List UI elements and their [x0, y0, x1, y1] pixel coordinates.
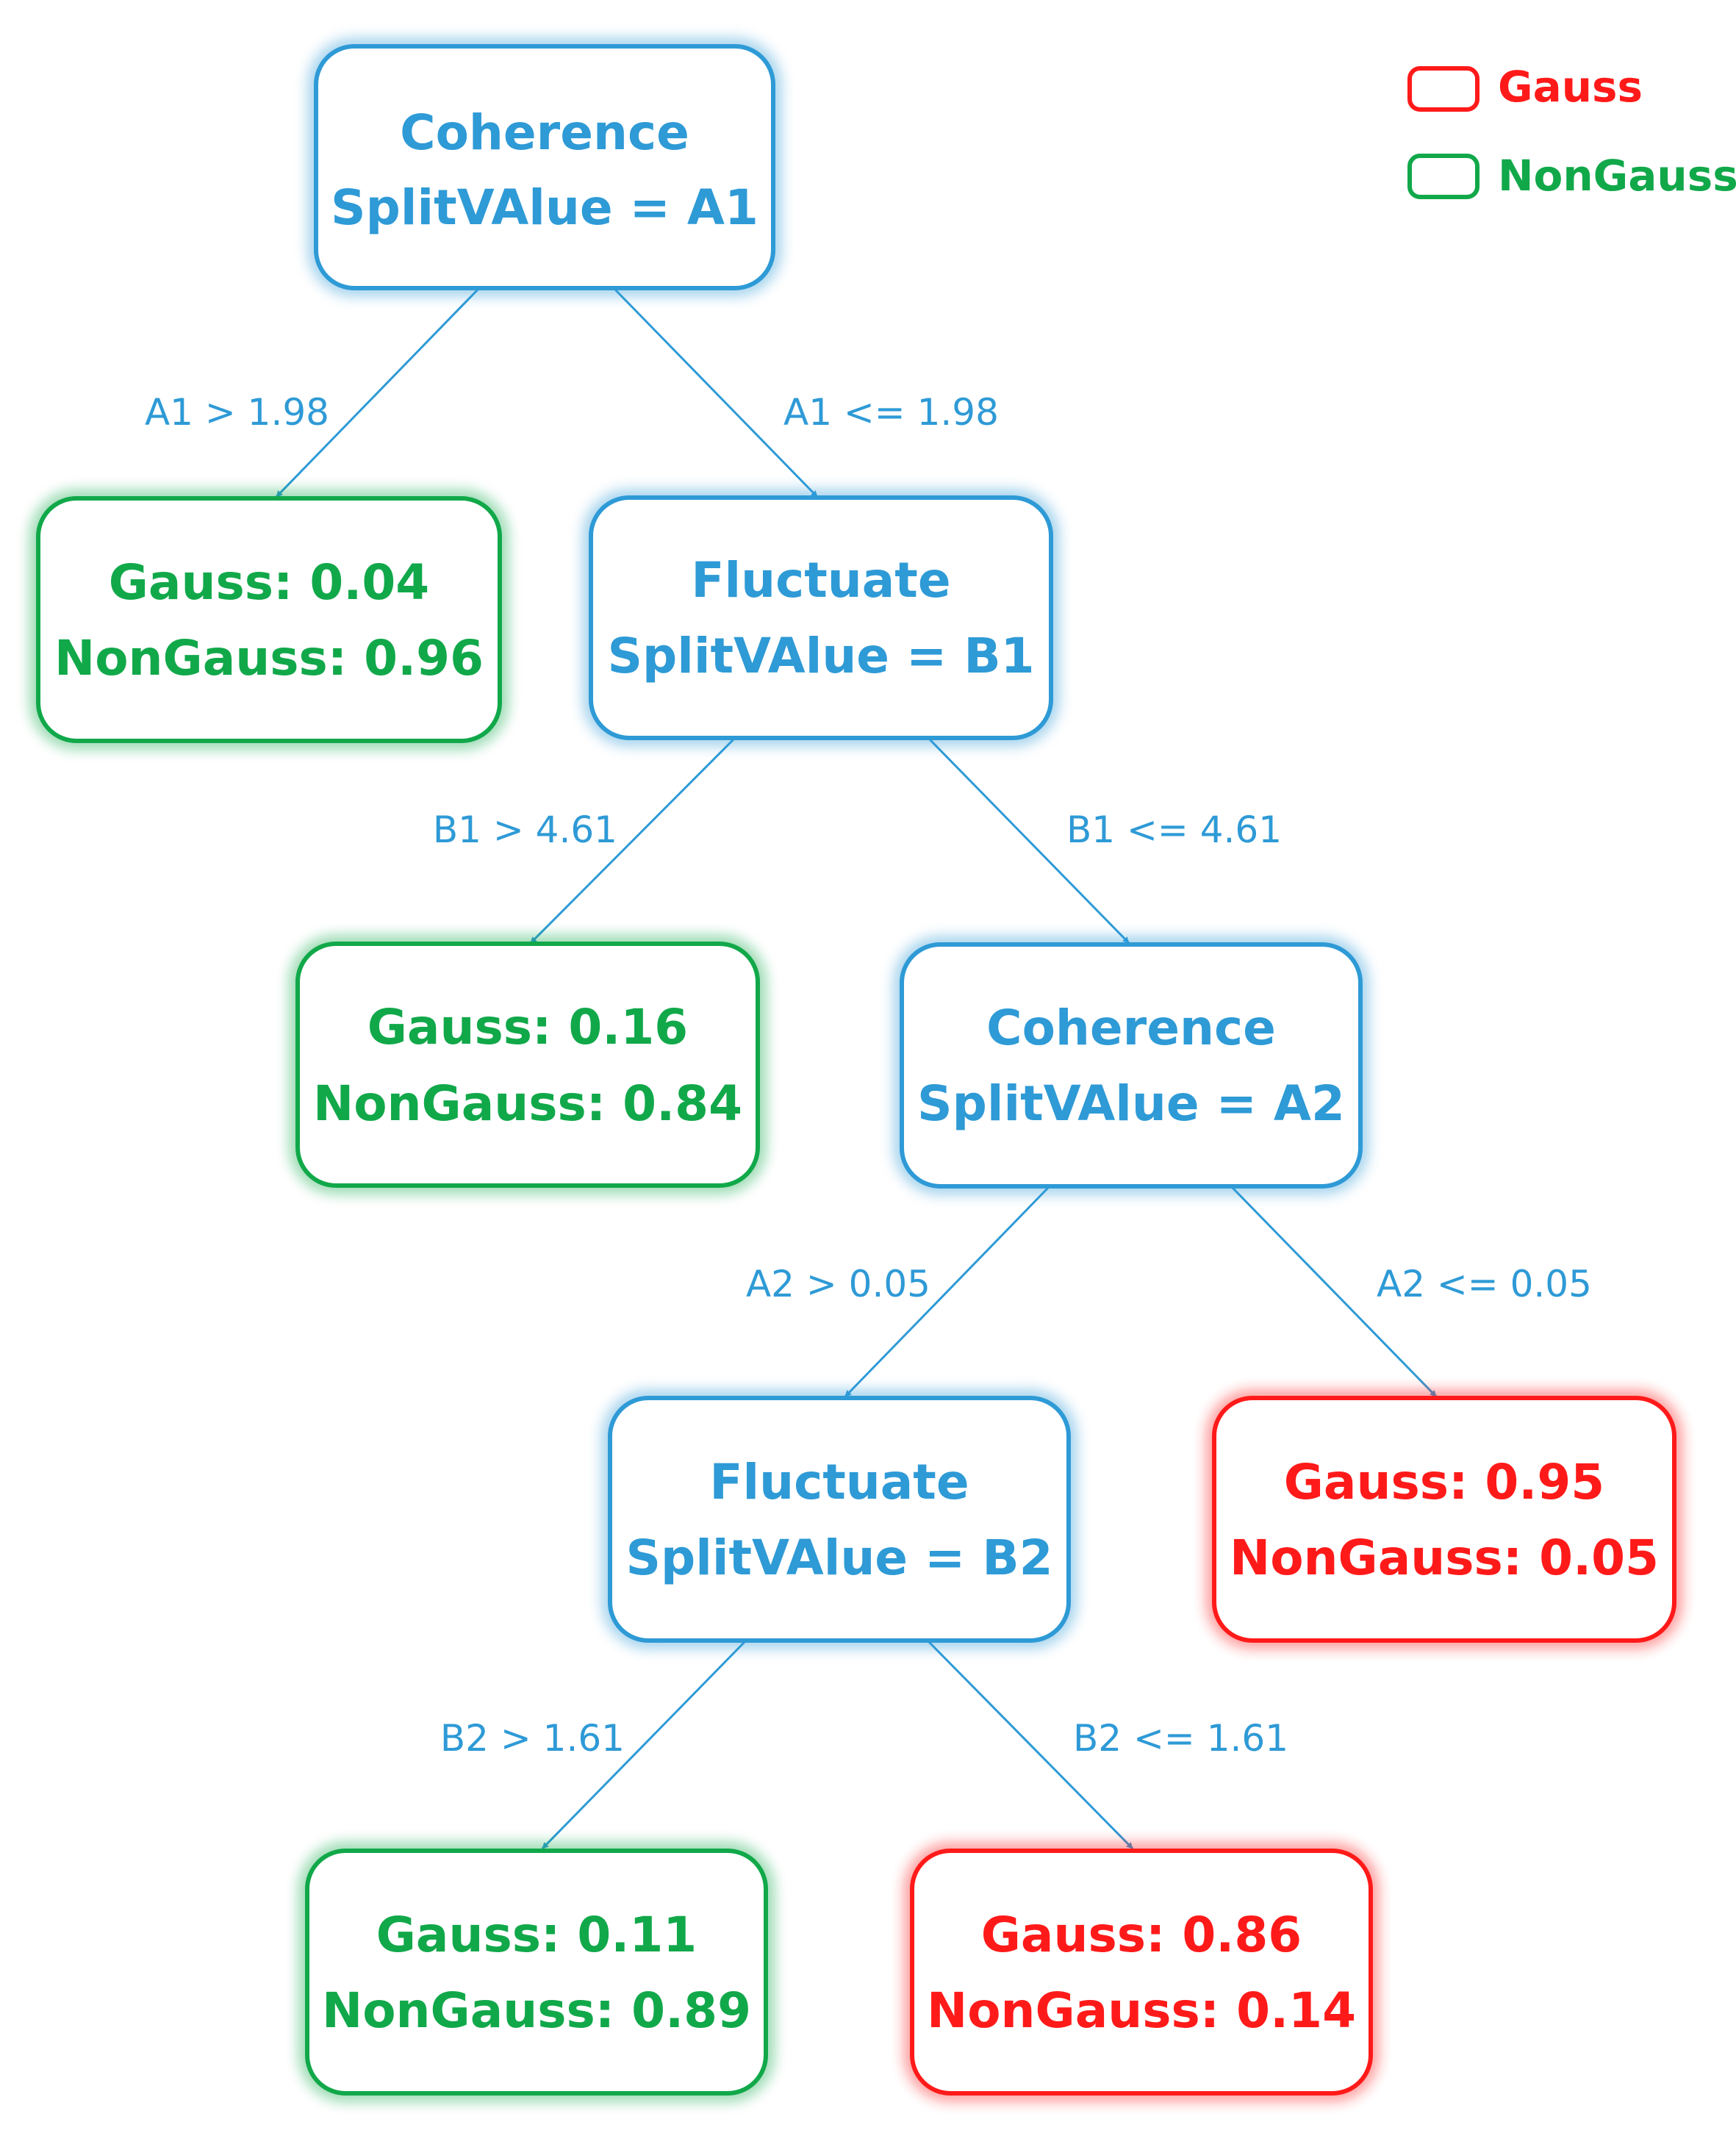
- edge-label-b1-le: B1 <= 4.61: [1066, 809, 1282, 851]
- edge-label-a1-gt: A1 > 1.98: [145, 391, 329, 434]
- leaf3-nongauss-value: NonGauss: 0.05: [1230, 1530, 1659, 1586]
- edge-n2-to-leaf2: [529, 736, 736, 944]
- tree-edges: [275, 287, 1438, 1850]
- node-n4-title: Fluctuate: [709, 1454, 969, 1510]
- node-n4-split: SplitVAlue = B2: [625, 1530, 1052, 1586]
- node-n2-title: Fluctuate: [691, 552, 950, 609]
- legend-gauss-label: Gauss: [1498, 62, 1643, 112]
- leaf2-gauss-value: Gauss: 0.16: [367, 999, 688, 1055]
- leaf-nongauss-2: Gauss: 0.16 NonGauss: 0.84: [290, 936, 766, 1194]
- legend-gauss-swatch: [1407, 66, 1479, 112]
- leaf4-gauss-value: Gauss: 0.11: [376, 1907, 697, 1963]
- node-fluctuate-b2: Fluctuate SplitVAlue = B2: [602, 1390, 1077, 1649]
- leaf-nongauss-3: Gauss: 0.11 NonGauss: 0.89: [299, 1843, 774, 2101]
- edge-labels: A1 > 1.98 A1 <= 1.98 B1 > 4.61 B1 <= 4.6…: [145, 391, 1592, 1760]
- leaf4-nongauss-value: NonGauss: 0.89: [322, 1982, 751, 2039]
- leaf1-nongauss-value: NonGauss: 0.96: [54, 630, 484, 686]
- edge-label-a2-gt: A2 > 0.05: [746, 1263, 930, 1305]
- leaf3-gauss-value: Gauss: 0.95: [1284, 1454, 1604, 1510]
- legend: Gauss NonGauss: [1407, 62, 1736, 201]
- edge-root-to-leaf1: [275, 287, 481, 498]
- edge-n2-to-n3: [927, 736, 1130, 944]
- edge-n4-to-leaf4: [541, 1640, 747, 1850]
- node-root: Coherence SplitVAlue = A1: [308, 38, 781, 296]
- leaf5-gauss-value: Gauss: 0.86: [981, 1907, 1302, 1963]
- legend-nongauss-label: NonGauss: [1498, 151, 1736, 201]
- leaf-gauss-1: Gauss: 0.95 NonGauss: 0.05: [1206, 1390, 1682, 1649]
- leaf-nongauss-1: Gauss: 0.04 NonGauss: 0.96: [30, 490, 508, 749]
- edge-label-a2-le: A2 <= 0.05: [1377, 1263, 1592, 1305]
- edge-n3-to-leaf3: [1230, 1185, 1438, 1398]
- legend-nongauss-swatch: [1407, 154, 1479, 199]
- node-n3-title: Coherence: [986, 1000, 1276, 1056]
- node-fluctuate-b1: Fluctuate SplitVAlue = B1: [583, 490, 1059, 746]
- node-root-split: SplitVAlue = A1: [331, 179, 758, 236]
- leaf5-nongauss-value: NonGauss: 0.14: [927, 1982, 1356, 2039]
- leaf2-nongauss-value: NonGauss: 0.84: [313, 1075, 742, 1132]
- node-root-title: Coherence: [400, 104, 689, 161]
- edge-n4-to-leaf5: [927, 1640, 1134, 1850]
- leaf-gauss-2: Gauss: 0.86 NonGauss: 0.14: [904, 1843, 1379, 2101]
- edge-n3-to-n4: [844, 1185, 1051, 1398]
- edge-label-b1-gt: B1 > 4.61: [433, 809, 617, 851]
- edge-label-a1-le: A1 <= 1.98: [783, 391, 999, 434]
- leaf1-gauss-value: Gauss: 0.04: [109, 554, 429, 611]
- node-n3-split: SplitVAlue = A2: [917, 1075, 1345, 1132]
- edge-label-b2-le: B2 <= 1.61: [1073, 1717, 1288, 1760]
- edge-root-to-n2: [612, 287, 819, 498]
- node-coherence-a2: Coherence SplitVAlue = A2: [894, 936, 1369, 1194]
- node-n2-split: SplitVAlue = B1: [607, 628, 1034, 684]
- edge-label-b2-gt: B2 > 1.61: [440, 1717, 625, 1760]
